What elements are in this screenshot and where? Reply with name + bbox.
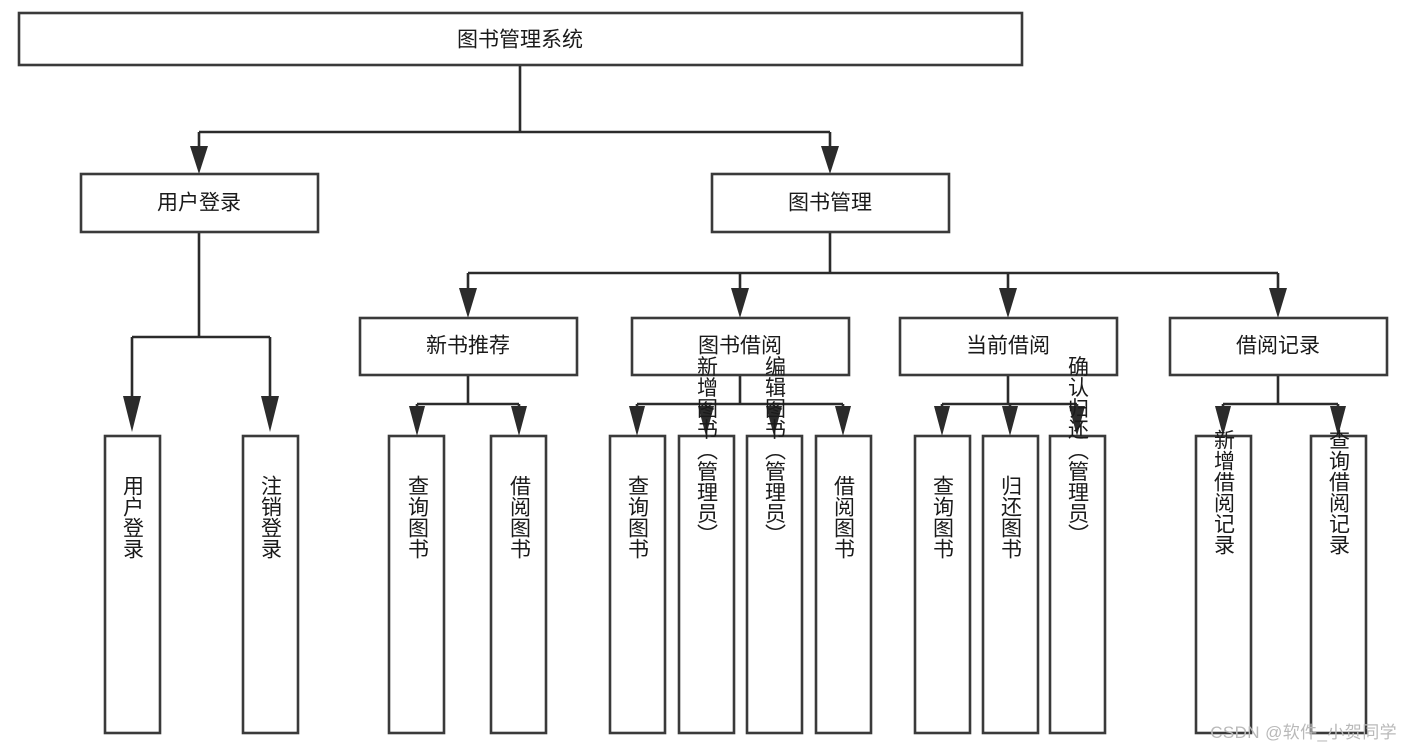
leaf-current-borrow-return[interactable]: 归还图书 [981, 434, 1040, 735]
arrow-head-leaf-bookborrow-1 [629, 406, 645, 436]
leaf-new-book-query-label: 查询图书 [406, 475, 430, 559]
leaf-current-borrow-return-label: 归还图书 [999, 475, 1023, 559]
node-book-management-label: 图书管理 [788, 192, 872, 215]
arrow-head-book-mgmt [821, 146, 839, 174]
arrow-head-leaf-user-login-2 [261, 396, 279, 432]
arrow-head-leaf-user-login-1 [123, 396, 141, 432]
node-book-management[interactable]: 图书管理 [710, 172, 951, 234]
node-new-book-recommend[interactable]: 新书推荐 [358, 316, 579, 377]
arrow-head-leaf-currentborrow-3 [1069, 406, 1085, 436]
leaf-new-book-borrow-label: 借阅图书 [508, 475, 532, 559]
leaf-book-borrow-borrow[interactable]: 借阅图书 [814, 434, 873, 735]
arrow-head-book-borrow [731, 288, 749, 318]
leaf-borrow-record-add-label: 新增借阅记录 [1212, 429, 1236, 555]
arrow-head-current-borrow [999, 288, 1017, 318]
leaf-book-borrow-add-label: 新增图书（管理员） [695, 356, 719, 545]
leaf-new-book-borrow[interactable]: 借阅图书 [489, 434, 548, 735]
arrow-head-leaf-currentborrow-2 [1002, 406, 1018, 436]
leaf-new-book-query[interactable]: 查询图书 [387, 434, 446, 735]
arrow-head-leaf-bookborrow-4 [835, 406, 851, 436]
node-root-label: 图书管理系统 [457, 29, 583, 52]
leaf-book-borrow-edit-label: 编辑图书（管理员） [763, 356, 787, 545]
arrow-head-leaf-newbook-2 [511, 406, 527, 436]
arrow-head-leaf-bookborrow-2 [698, 406, 714, 436]
leaf-book-borrow-borrow-label: 借阅图书 [832, 475, 856, 559]
leaf-user-login-login[interactable]: 用户登录 [103, 434, 162, 735]
leaf-current-borrow-query-label: 查询图书 [931, 475, 955, 559]
arrow-head-new-book [459, 288, 477, 318]
leaf-borrow-record-query-label: 查询借阅记录 [1327, 429, 1351, 555]
arrow-head-user-login [190, 146, 208, 174]
leaf-book-borrow-add[interactable]: 新增图书（管理员） [677, 356, 736, 735]
node-book-borrow[interactable]: 图书借阅 [630, 316, 851, 377]
leaf-current-borrow-query[interactable]: 查询图书 [913, 434, 972, 735]
arrow-head-leaf-bookborrow-3 [766, 406, 782, 436]
arrow-head-leaf-newbook-1 [409, 406, 425, 436]
node-user-login[interactable]: 用户登录 [79, 172, 320, 234]
node-user-login-label: 用户登录 [157, 192, 241, 215]
connector-layer [123, 65, 1346, 436]
arrow-head-borrow-record [1269, 288, 1287, 318]
node-current-borrow[interactable]: 当前借阅 [898, 316, 1119, 377]
arrow-head-leaf-borrowrecord-2 [1330, 406, 1346, 436]
leaf-book-borrow-edit[interactable]: 编辑图书（管理员） [745, 356, 804, 735]
node-book-borrow-label: 图书借阅 [698, 335, 782, 358]
leaf-user-login-logout-label: 注销登录 [259, 475, 283, 559]
arrow-head-leaf-currentborrow-1 [934, 406, 950, 436]
node-borrow-record-label: 借阅记录 [1236, 335, 1320, 358]
leaf-current-borrow-confirm[interactable]: 确认归还（管理员） [1048, 356, 1107, 735]
leaf-book-borrow-query-label: 查询图书 [626, 475, 650, 559]
node-root-book-management-system[interactable]: 图书管理系统 [17, 11, 1024, 67]
leaf-book-borrow-query[interactable]: 查询图书 [608, 434, 667, 735]
node-current-borrow-label: 当前借阅 [966, 335, 1050, 358]
csdn-watermark: CSDN @软件_小贺同学 [1210, 723, 1397, 742]
leaf-user-login-login-label: 用户登录 [121, 475, 145, 559]
node-borrow-record[interactable]: 借阅记录 [1168, 316, 1389, 377]
leaf-user-login-logout[interactable]: 注销登录 [241, 434, 300, 735]
leaf-current-borrow-confirm-label: 确认归还（管理员） [1066, 356, 1090, 545]
leaf-borrow-record-add[interactable]: 新增借阅记录 [1194, 429, 1253, 735]
leaf-borrow-record-query[interactable]: 查询借阅记录 [1309, 429, 1368, 735]
node-new-book-recommend-label: 新书推荐 [426, 335, 510, 358]
arrow-head-leaf-borrowrecord-1 [1215, 406, 1231, 436]
